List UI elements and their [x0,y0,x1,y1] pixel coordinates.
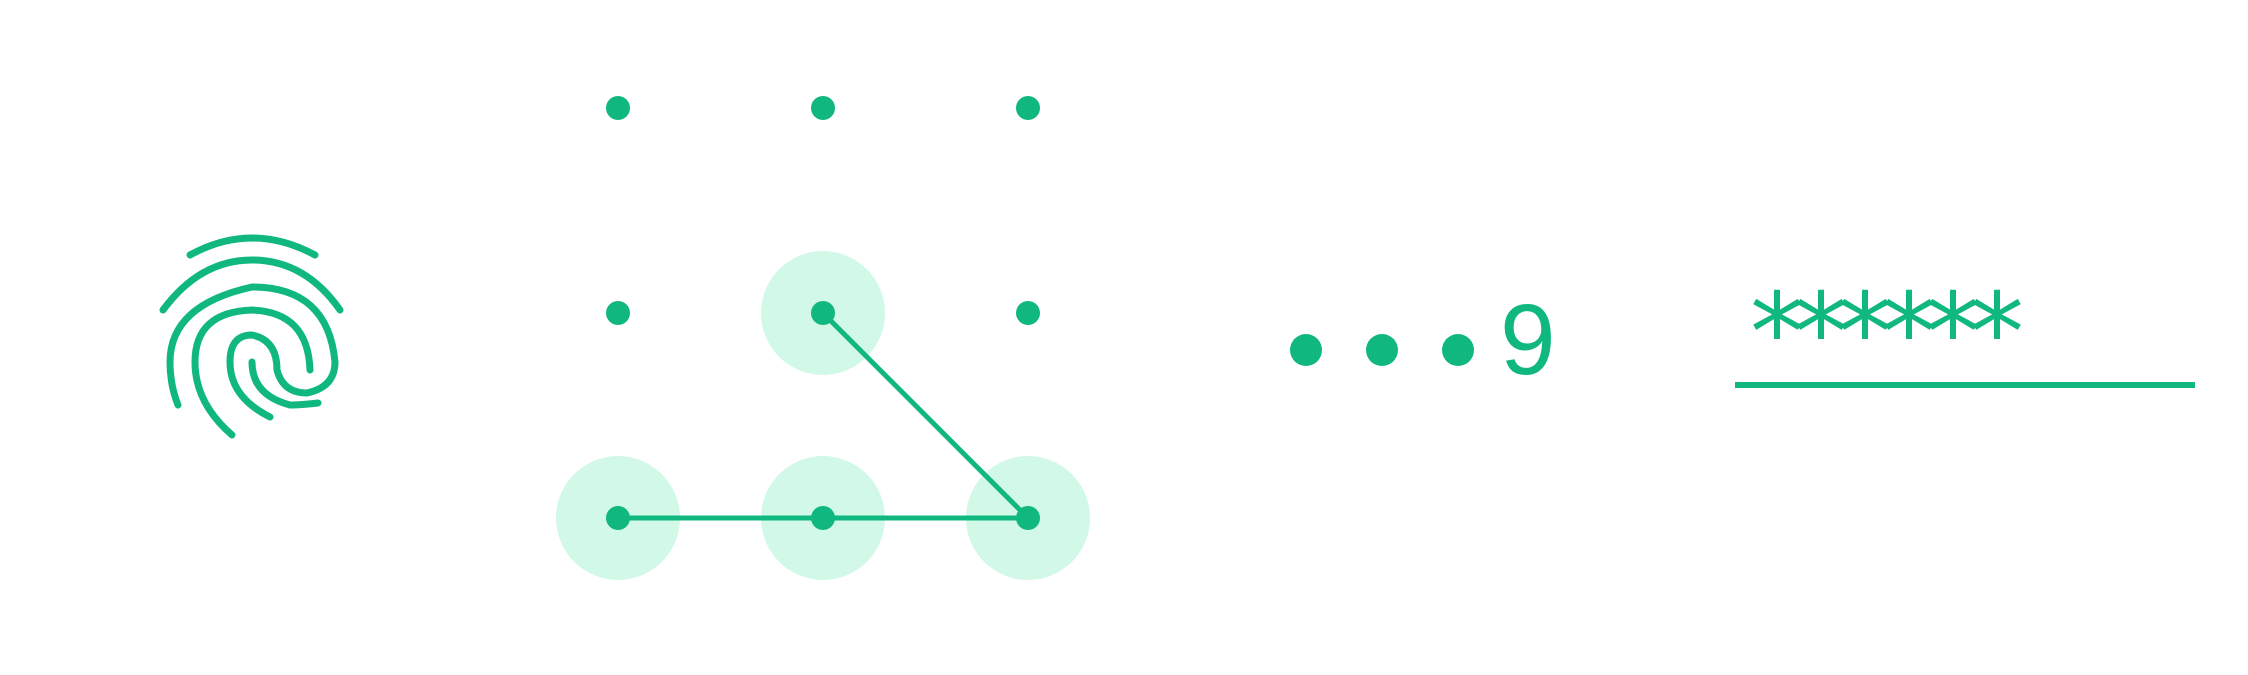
pin-entry[interactable]: 9 [1270,290,1590,410]
pattern-dot[interactable] [1016,96,1040,120]
pin-masked-dots [1270,320,1500,380]
pin-last-digit: 9 [1500,284,1556,396]
pattern-connector [821,311,1030,520]
pattern-dot[interactable] [1016,301,1040,325]
password-underline [1735,382,2195,388]
pin-dot [1366,334,1398,366]
password-field[interactable]: ****** [1730,280,2200,400]
pattern-dot[interactable] [1016,506,1040,530]
pattern-grid [556,96,1090,580]
pin-dot [1442,334,1474,366]
pattern-dot[interactable] [606,506,630,530]
pattern-dot[interactable] [811,96,835,120]
fingerprint-svg [159,234,344,439]
fingerprint-icon[interactable] [150,225,360,455]
pattern-dot[interactable] [606,301,630,325]
pattern-lock[interactable] [540,60,1120,620]
pattern-dot[interactable] [811,301,835,325]
password-masked-value: ****** [1750,271,2024,396]
pattern-dot[interactable] [606,96,630,120]
pin-dot [1290,334,1322,366]
pattern-dot[interactable] [811,506,835,530]
